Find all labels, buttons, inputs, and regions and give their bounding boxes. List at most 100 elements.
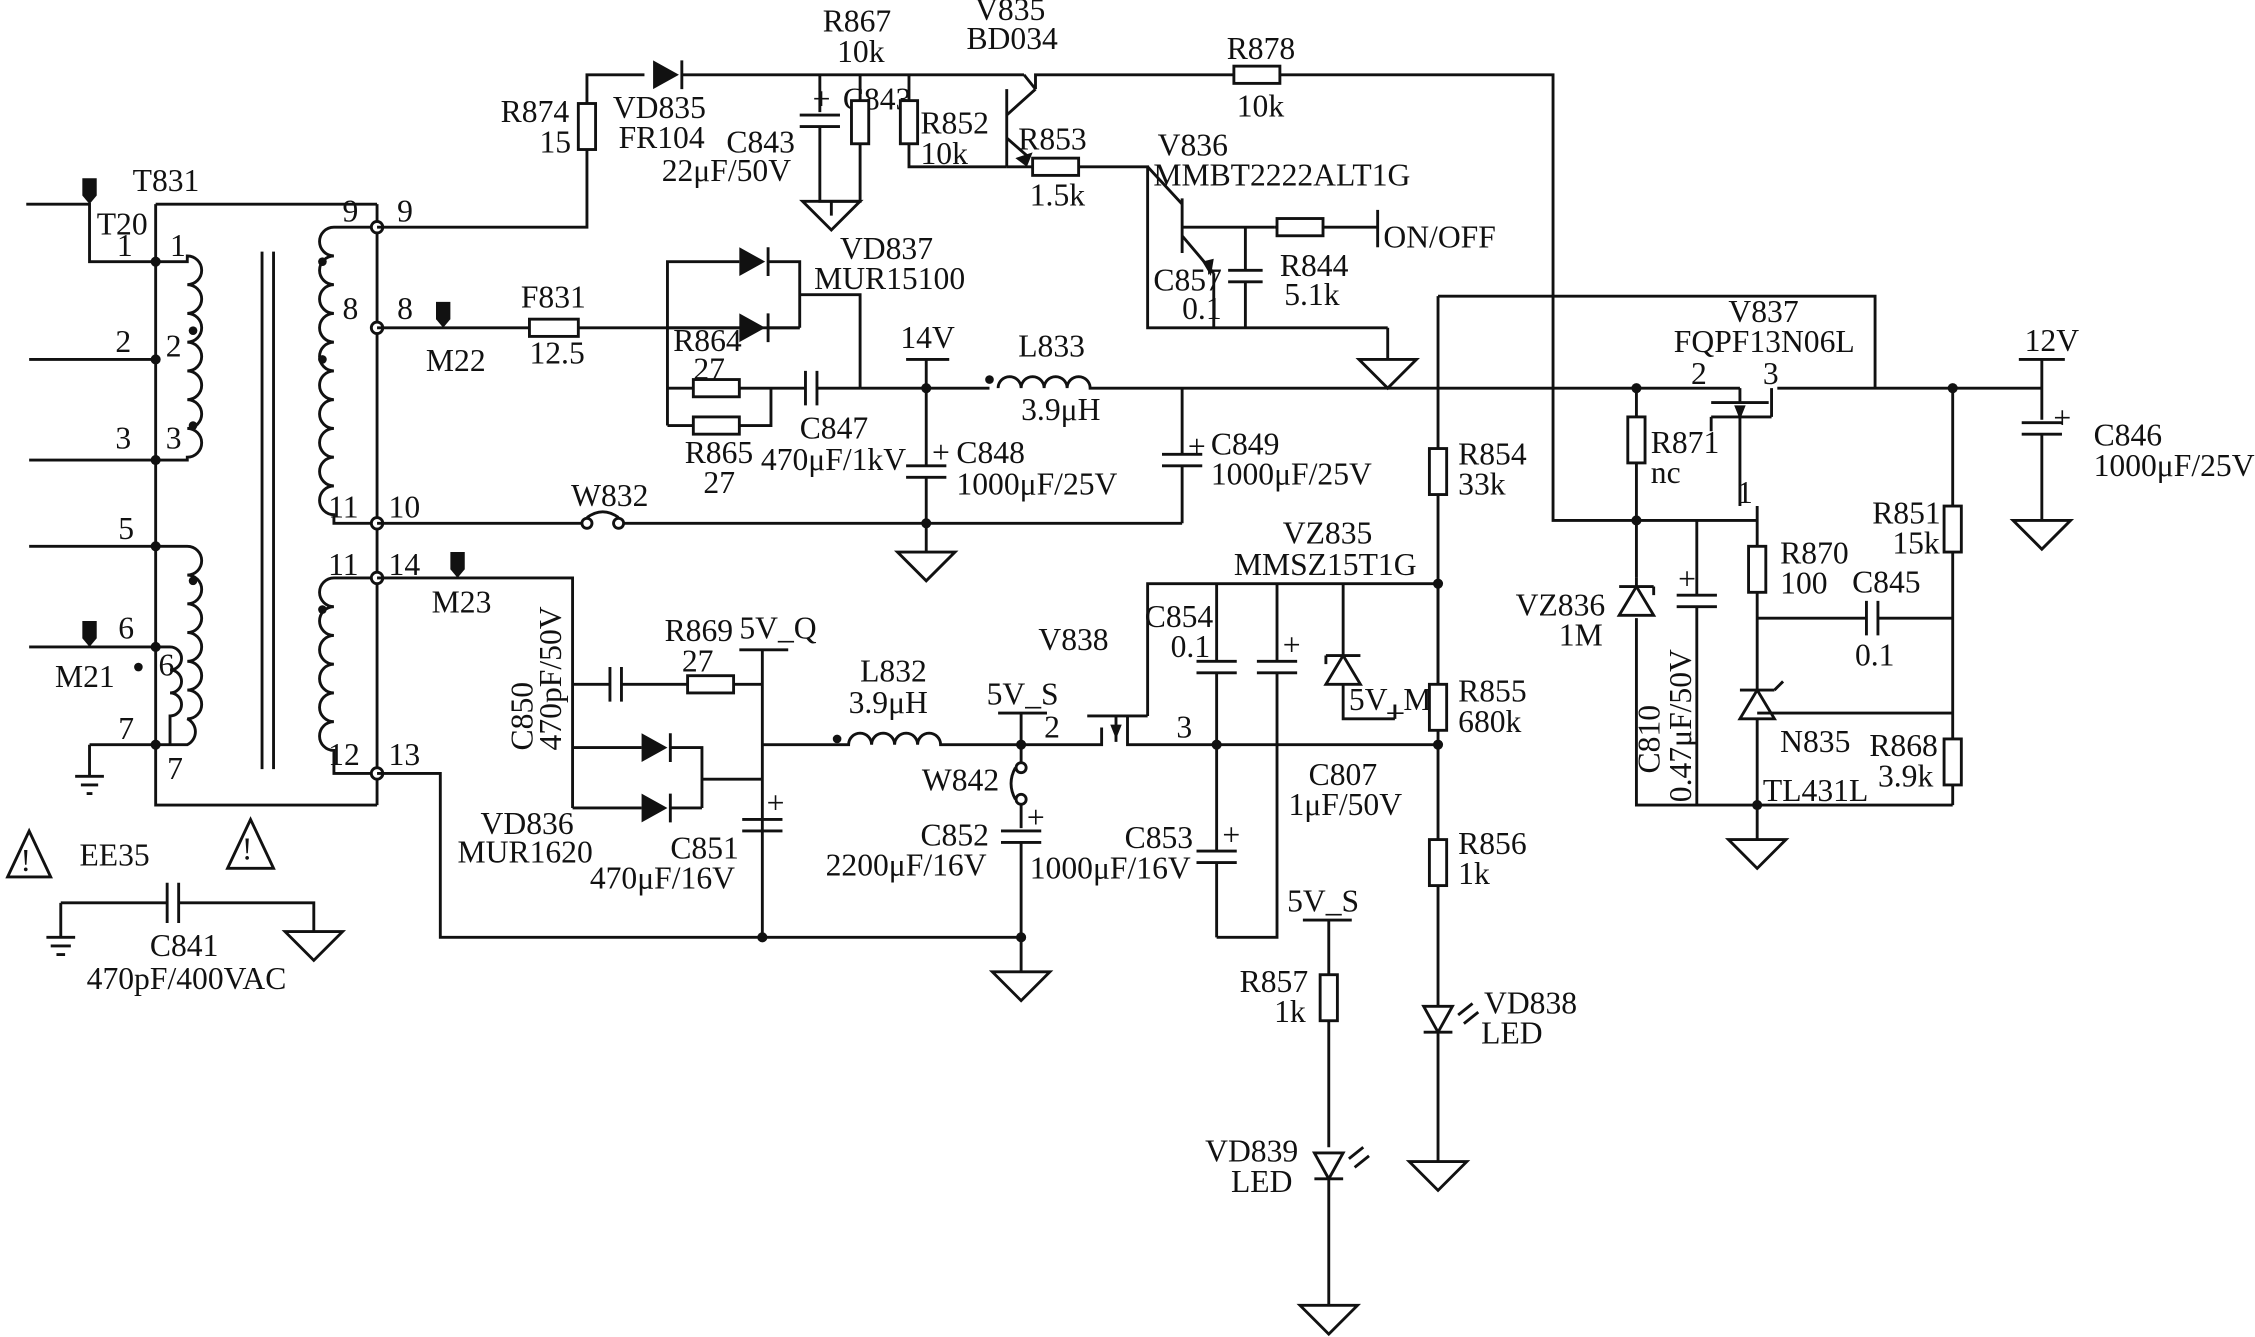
test-point-m22: M22 bbox=[426, 301, 486, 378]
ground-icon bbox=[1724, 805, 1790, 871]
svg-text:1000μF/16V: 1000μF/16V bbox=[1030, 850, 1191, 885]
capacitor-c854: C854 0.1 bbox=[1145, 583, 1237, 745]
svg-text:2200μF/16V: 2200μF/16V bbox=[826, 848, 987, 883]
led-vd839: VD839 LED bbox=[1205, 1134, 1370, 1306]
svg-text:R874: R874 bbox=[501, 94, 570, 129]
capacitor-c850: C850 470pF/50V bbox=[377, 576, 763, 808]
ground-icon bbox=[988, 937, 1054, 1003]
pin-label: 12 bbox=[328, 737, 360, 772]
svg-text:R871: R871 bbox=[1651, 425, 1720, 460]
resistor-r857: R857 1k bbox=[1240, 964, 1339, 1148]
zener-vz836: VZ836 1M bbox=[1516, 577, 1953, 807]
svg-text:0.1: 0.1 bbox=[1855, 638, 1895, 673]
pin-label: 2 bbox=[1691, 356, 1707, 391]
svg-text:L833: L833 bbox=[1018, 329, 1085, 364]
svg-text:R868: R868 bbox=[1869, 728, 1938, 763]
pin-label: 7 bbox=[118, 711, 134, 746]
capacitor-c807: + C807 1μF/50V bbox=[1216, 583, 1402, 939]
jumper-w842: W842 bbox=[922, 761, 1028, 829]
svg-text:12V: 12V bbox=[2025, 323, 2080, 358]
plus-sign: + bbox=[1188, 429, 1206, 464]
svg-text:R864: R864 bbox=[673, 323, 742, 358]
svg-text:M23: M23 bbox=[432, 584, 492, 619]
jumper-w832: W832 bbox=[377, 478, 1183, 530]
capacitor-c849: + C849 1000μF/25V bbox=[1162, 388, 1372, 524]
pin-label: 3 bbox=[1763, 356, 1779, 391]
capacitor-c846: C846 1000μF/25V bbox=[2009, 418, 2255, 552]
svg-text:1000μF/25V: 1000μF/25V bbox=[2094, 448, 2255, 483]
svg-text:R867: R867 bbox=[823, 4, 892, 39]
resistor-r844: R844 5.1k ON/OFF bbox=[1274, 209, 1496, 312]
svg-text:1000μF/25V: 1000μF/25V bbox=[1211, 456, 1372, 491]
svg-text:R856: R856 bbox=[1458, 826, 1527, 861]
svg-text:R844: R844 bbox=[1280, 248, 1349, 283]
svg-text:T20: T20 bbox=[97, 206, 148, 241]
svg-text:5.1k: 5.1k bbox=[1284, 277, 1340, 312]
resistor-r867: R867 10k bbox=[823, 4, 892, 203]
warning-icon: ! bbox=[5, 827, 53, 879]
svg-text:LED: LED bbox=[1231, 1164, 1292, 1199]
svg-text:R852: R852 bbox=[920, 106, 989, 141]
pin-label: 6 bbox=[118, 610, 134, 645]
pin-label: 3 bbox=[1176, 710, 1192, 745]
led-vd838: VD838 LED bbox=[1421, 986, 1577, 1162]
test-point-t20: T20 bbox=[82, 178, 148, 241]
plus-sign: + bbox=[932, 435, 950, 470]
pin-label: 3 bbox=[166, 421, 182, 456]
ground-icon bbox=[1355, 327, 1420, 391]
plus-sign: + bbox=[1027, 800, 1045, 835]
svg-text:15k: 15k bbox=[1892, 525, 1940, 560]
transformer-core-label: EE35 bbox=[79, 837, 149, 872]
svg-text:V835: V835 bbox=[975, 0, 1045, 27]
plus-sign: + bbox=[2053, 400, 2071, 435]
svg-text:470μF/1kV: 470μF/1kV bbox=[761, 442, 906, 477]
pin-label: 14 bbox=[389, 547, 421, 582]
svg-text:nc: nc bbox=[1651, 455, 1681, 490]
svg-text:R857: R857 bbox=[1240, 964, 1309, 999]
capacitor-c853: + C853 1000μF/16V bbox=[1030, 739, 1240, 938]
zener-vz835: VZ835 MMSZ15T1G 5V_M bbox=[1234, 515, 1432, 721]
warning-icon: ! bbox=[225, 816, 276, 870]
svg-text:FR104: FR104 bbox=[619, 120, 705, 155]
svg-text:C849: C849 bbox=[1211, 426, 1279, 461]
svg-text:10k: 10k bbox=[920, 136, 968, 171]
svg-text:W832: W832 bbox=[571, 478, 648, 513]
capacitor-c810: + C810 0.47μF/50V bbox=[1631, 520, 1717, 806]
mosfet-v838: V838 2 3 bbox=[1038, 582, 1439, 747]
pin-label: 11 bbox=[328, 547, 358, 582]
svg-text:C847: C847 bbox=[800, 410, 869, 445]
pin-label: 1 bbox=[170, 228, 186, 263]
svg-text:C848: C848 bbox=[956, 435, 1025, 470]
svg-text:M21: M21 bbox=[55, 659, 115, 694]
svg-text:MMBT2222ALT1G: MMBT2222ALT1G bbox=[1153, 157, 1410, 192]
test-point-m21: M21 bbox=[55, 621, 115, 694]
svg-text:M22: M22 bbox=[426, 343, 486, 378]
ground-icon bbox=[1296, 1303, 1361, 1337]
svg-text:R854: R854 bbox=[1458, 436, 1527, 471]
pin-label: 3 bbox=[115, 421, 131, 456]
diode-vd835: VD835 FR104 bbox=[613, 60, 1024, 155]
svg-text:C841: C841 bbox=[150, 928, 219, 963]
net-5v-m: 5V_M bbox=[1349, 682, 1432, 717]
svg-text:27: 27 bbox=[682, 643, 714, 678]
resistor-r856: R856 1k bbox=[1427, 826, 1527, 1007]
svg-text:!: ! bbox=[242, 832, 253, 867]
resistor-r869: R869 27 bbox=[665, 613, 736, 695]
svg-text:F831: F831 bbox=[521, 280, 586, 315]
svg-text:100: 100 bbox=[1780, 566, 1827, 601]
pin-label: 10 bbox=[389, 490, 421, 525]
svg-text:VD836: VD836 bbox=[481, 806, 574, 841]
pin-label: 11 bbox=[328, 490, 358, 525]
pin-label: 5 bbox=[118, 511, 134, 546]
pin-label: 1 bbox=[117, 228, 133, 263]
pin-label: 6 bbox=[159, 648, 175, 683]
svg-text:C852: C852 bbox=[920, 817, 989, 852]
resistor-r855: R855 680k bbox=[1427, 578, 1527, 840]
plus-sign: + bbox=[1222, 817, 1240, 852]
svg-text:0.1: 0.1 bbox=[1171, 629, 1211, 664]
diode-vd837: VD837 MUR15100 bbox=[666, 231, 965, 389]
test-point-m23: M23 bbox=[432, 552, 492, 619]
svg-text:R865: R865 bbox=[685, 435, 753, 470]
svg-text:1000μF/25V: 1000μF/25V bbox=[956, 467, 1117, 502]
